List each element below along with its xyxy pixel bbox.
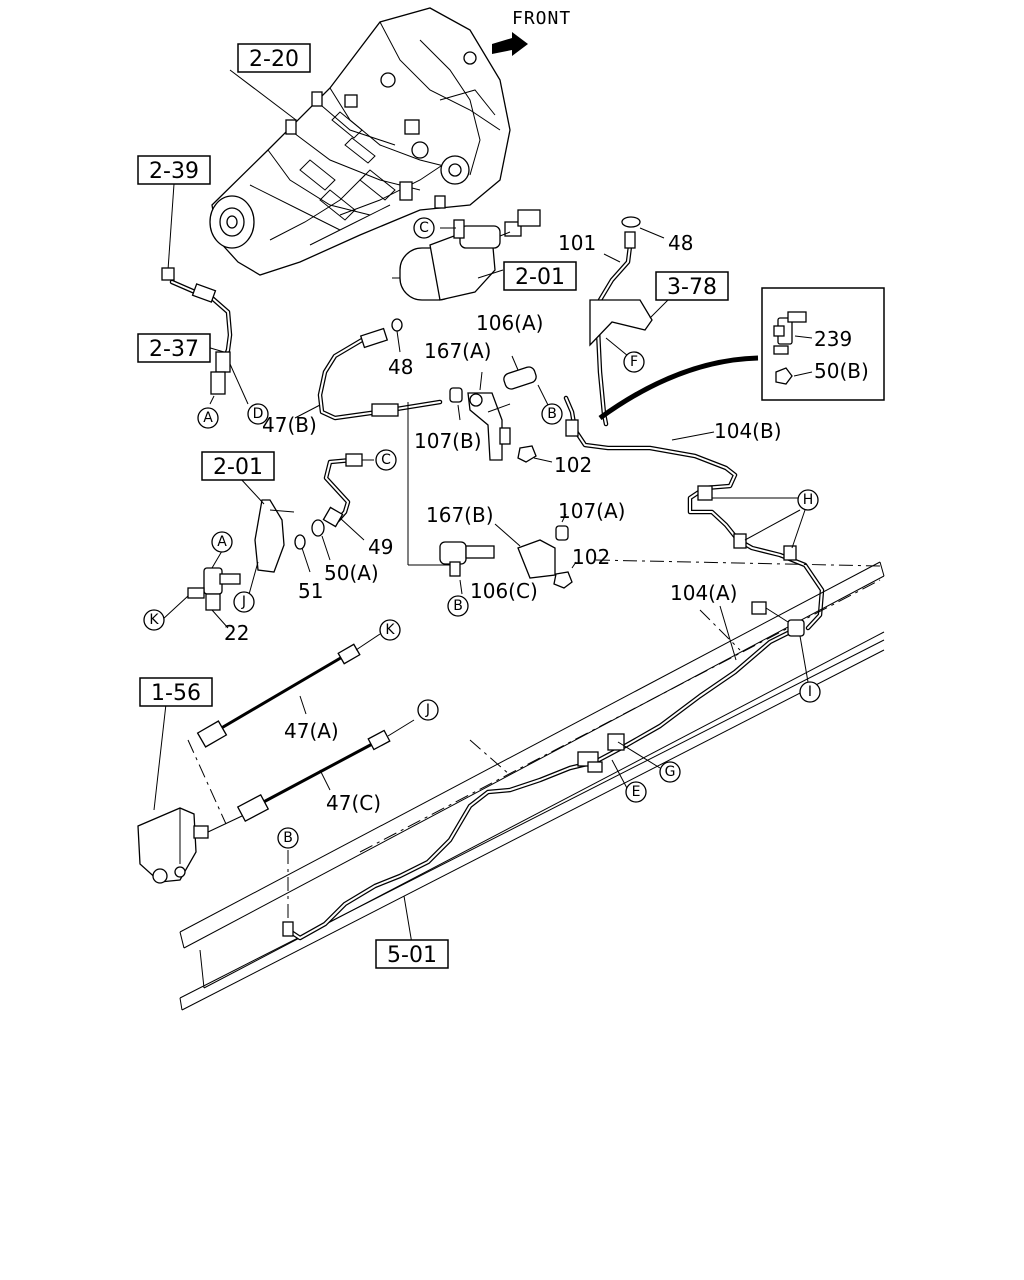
- part-label-167a: 167(A): [424, 339, 491, 363]
- valve-group-22: [161, 453, 374, 629]
- part-label-104a: 104(A): [670, 581, 737, 605]
- part-label-239: 239: [814, 327, 852, 351]
- part-labels: 101 48 48 239 50(B) 106(A) 167(A) 47(B) …: [224, 231, 869, 815]
- part-label-102-upper: 102: [554, 453, 592, 477]
- pipe-104a: [282, 601, 809, 945]
- part-label-49: 49: [368, 535, 393, 559]
- ref-box-2-20-label: 2-20: [249, 47, 299, 72]
- hoses-47a-47c: [196, 633, 415, 823]
- ref-box-2-01-upper-label: 2-01: [515, 265, 565, 290]
- part-label-50b: 50(B): [814, 359, 869, 383]
- callout-b-middle-label: B: [453, 598, 463, 614]
- ref-box-5-01: [375, 939, 449, 969]
- booster-unit: [392, 209, 541, 301]
- ref-box-5-01-label: 5-01: [387, 943, 437, 968]
- part-label-48-upper: 48: [668, 231, 693, 255]
- part-label-102-lower: 102: [572, 545, 610, 569]
- callout-a-lower: [211, 531, 233, 553]
- callout-f: [623, 351, 645, 373]
- callout-d-label: D: [253, 406, 264, 422]
- callout-c-upper-label: C: [419, 220, 429, 236]
- part-label-22: 22: [224, 621, 249, 645]
- part-label-107a: 107(A): [558, 499, 625, 523]
- transmission-assembly: [209, 7, 511, 276]
- part-label-48-lower: 48: [388, 355, 413, 379]
- callout-e-label: E: [632, 784, 641, 800]
- callout-k-upper-label: K: [149, 612, 159, 628]
- callout-g-label: G: [665, 764, 676, 780]
- ref-box-2-37-label: 2-37: [149, 337, 199, 362]
- callout-h: [797, 489, 819, 511]
- callout-c-upper: [413, 217, 435, 239]
- callout-a-upper: [197, 407, 219, 429]
- callout-j-lower: [417, 699, 439, 721]
- callout-h-label: H: [803, 492, 814, 508]
- ref-box-1-56: [139, 677, 213, 707]
- part-label-107b: 107(B): [414, 429, 482, 453]
- part-label-47a: 47(A): [284, 719, 339, 743]
- ref-box-3-78: [655, 271, 729, 301]
- callout-c-lower-label: C: [381, 452, 391, 468]
- callout-a-upper-label: A: [203, 410, 213, 426]
- part-label-101: 101: [558, 231, 596, 255]
- pipe-47b: [294, 318, 450, 566]
- part-label-50a: 50(A): [324, 561, 379, 585]
- callout-j-lower-label: J: [425, 702, 430, 718]
- ref-box-1-56-label: 1-56: [151, 681, 201, 706]
- ref-box-2-39: [137, 155, 211, 185]
- ref-box-2-01-lower-label: 2-01: [213, 455, 263, 480]
- pipe-101: [589, 216, 669, 427]
- left-hose-group: [161, 69, 297, 405]
- callout-b-upper-label: B: [547, 406, 557, 422]
- callout-b-lower: [277, 827, 299, 849]
- ref-box-2-39-label: 2-39: [149, 159, 199, 184]
- front-indicator: FRONT: [492, 8, 571, 56]
- part-label-167b: 167(B): [426, 503, 494, 527]
- pipe-104b: [563, 355, 825, 631]
- callout-c-lower: [375, 449, 397, 471]
- callout-b-upper: [541, 403, 563, 425]
- callout-i: [799, 681, 821, 703]
- front-label: FRONT: [512, 8, 571, 29]
- callout-j-upper: [233, 591, 255, 613]
- valve-1-56: [137, 703, 243, 884]
- part-label-104b: 104(B): [714, 419, 782, 443]
- ref-box-2-01-upper: [503, 261, 577, 291]
- callout-g: [659, 761, 681, 783]
- ref-box-3-78-label: 3-78: [667, 275, 717, 300]
- part-label-106c: 106(C): [470, 579, 538, 603]
- front-arrow-icon: [492, 32, 528, 56]
- bracket-167b: [439, 513, 577, 595]
- part-label-47c: 47(C): [326, 791, 381, 815]
- inset-detail: [761, 287, 885, 401]
- reference-boxes: 2-20 2-39 2-37 2-01 3-78 2-01 1-56 5-01: [137, 43, 729, 969]
- callout-b-lower-label: B: [283, 830, 293, 846]
- callout-j-upper-label: J: [241, 594, 246, 610]
- part-label-106a: 106(A): [476, 311, 543, 335]
- bracket-167a: [449, 355, 553, 463]
- callout-a-lower-label: A: [217, 534, 227, 550]
- part-label-47b: 47(B): [262, 413, 317, 437]
- part-label-51: 51: [298, 579, 323, 603]
- ref-box-2-20: [237, 43, 311, 73]
- callout-b-middle: [447, 595, 469, 617]
- ref-box-2-37: [137, 333, 211, 363]
- callout-f-label: F: [630, 354, 638, 370]
- callout-d: [247, 403, 269, 425]
- callout-k-lower: [379, 619, 401, 641]
- callout-k-upper: [143, 609, 165, 631]
- callout-e: [625, 781, 647, 803]
- callout-k-lower-label: K: [385, 622, 395, 638]
- circle-callouts: C D A F B C H A J K B K J I G E B: [143, 217, 821, 849]
- callout-i-label: I: [808, 684, 812, 700]
- ref-box-2-01-lower: [201, 451, 275, 481]
